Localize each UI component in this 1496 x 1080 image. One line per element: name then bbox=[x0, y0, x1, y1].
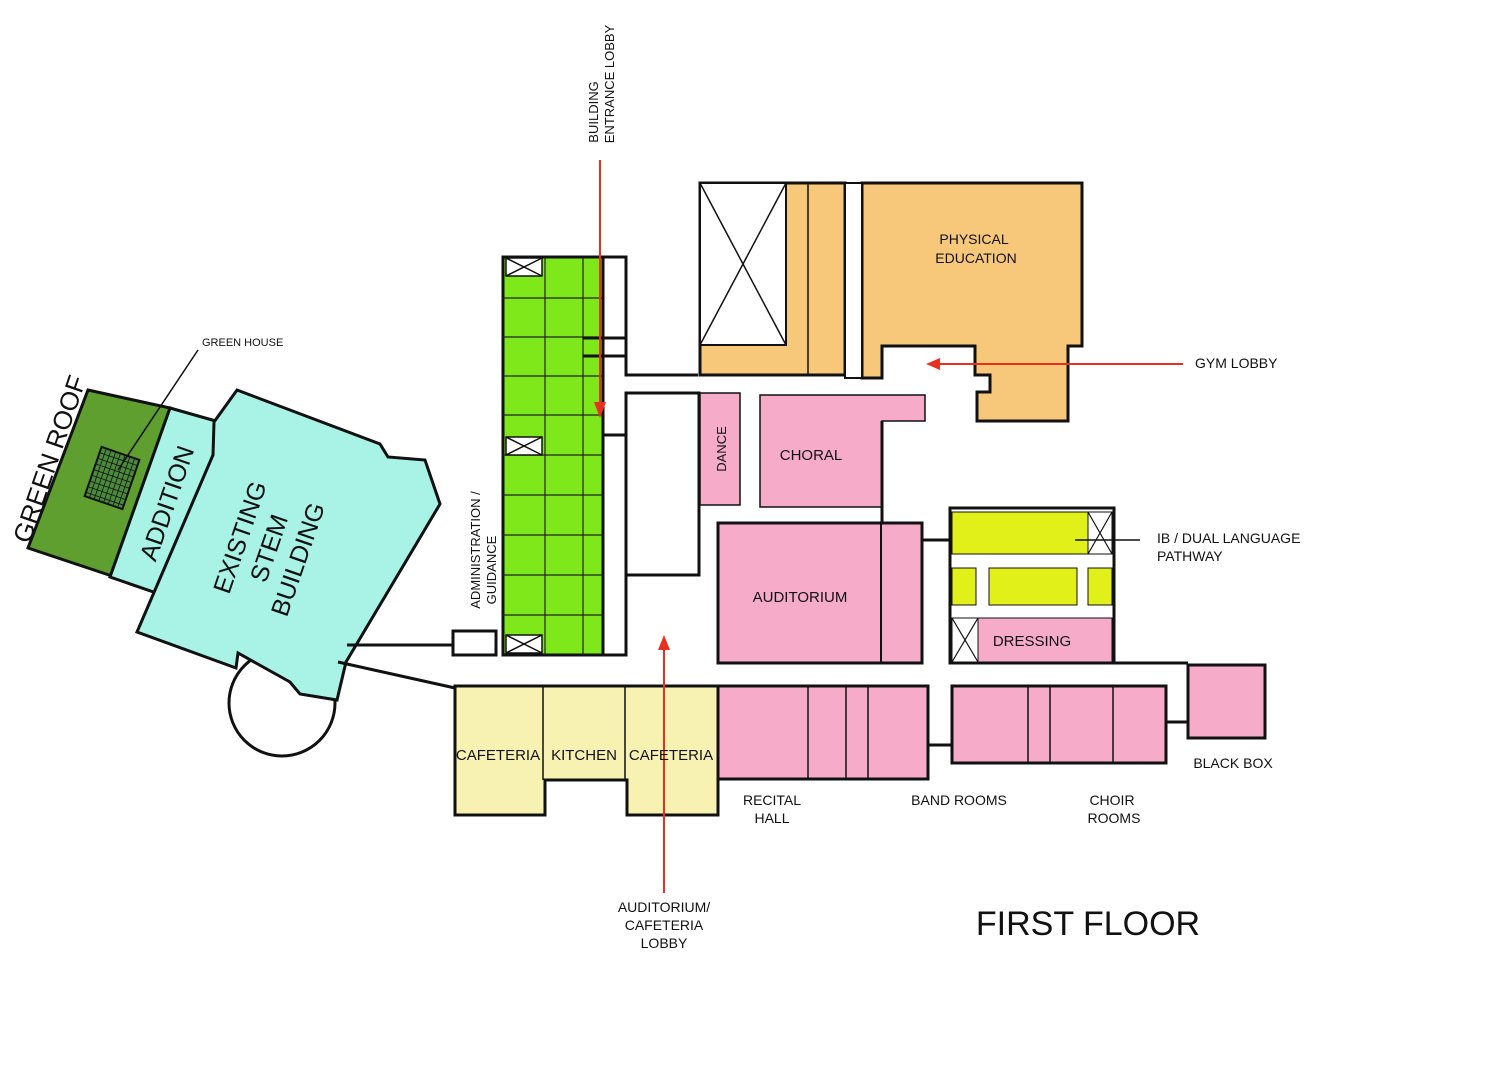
entrance-label-2: ENTRANCE LOBBY bbox=[602, 24, 617, 143]
choir-rooms bbox=[950, 684, 1168, 765]
arrowheads bbox=[594, 358, 940, 650]
gym-lobby-label: GYM LOBBY bbox=[1195, 355, 1278, 371]
entrance-label-1: BUILDING bbox=[586, 81, 601, 142]
dressing-label: DRESSING bbox=[993, 633, 1071, 650]
cafeteria-block bbox=[453, 684, 720, 817]
recital-hall-band-rooms bbox=[716, 684, 930, 781]
floor-title: FIRST FLOOR bbox=[976, 905, 1200, 943]
admin-small-box bbox=[451, 629, 498, 657]
arrows bbox=[599, 160, 1183, 893]
aud-lobby-label-3: LOBBY bbox=[641, 935, 688, 951]
choral-label: CHORAL bbox=[780, 447, 843, 464]
black-box-label: BLACK BOX bbox=[1193, 755, 1273, 771]
dance-room bbox=[699, 392, 741, 506]
recital-label-2: HALL bbox=[754, 810, 789, 826]
existing-stem-building bbox=[134, 388, 442, 702]
ib-label-2: PATHWAY bbox=[1157, 548, 1223, 564]
admin-block bbox=[451, 255, 701, 657]
aud-lobby-label-2: CAFETERIA bbox=[625, 917, 704, 933]
dressing-room bbox=[977, 617, 1113, 663]
pe-label-1: PHYSICAL bbox=[939, 231, 1008, 247]
choir-label-1: CHOIR bbox=[1089, 792, 1134, 808]
ib-room-left bbox=[951, 567, 977, 606]
stem-connectors bbox=[337, 643, 456, 690]
cafeteria-left-label: CAFETERIA bbox=[456, 747, 540, 764]
ib-room-mid bbox=[988, 567, 1078, 606]
auditorium-room bbox=[716, 521, 924, 665]
ib-label-1: IB / DUAL LANGUAGE bbox=[1157, 530, 1300, 546]
auditorium-label: AUDITORIUM bbox=[753, 589, 848, 606]
cafeteria-right-label: CAFETERIA bbox=[629, 747, 713, 764]
dance-label: DANCE bbox=[714, 426, 729, 472]
kitchen-label: KITCHEN bbox=[551, 747, 617, 764]
physical-education-gym bbox=[860, 181, 1084, 423]
ib-dressing-block bbox=[948, 506, 1188, 665]
black-box-room bbox=[1186, 663, 1267, 740]
recital-label-1: RECITAL bbox=[743, 792, 801, 808]
admin-label-2: GUIDANCE bbox=[484, 535, 499, 604]
admin-stair-boxes bbox=[505, 257, 543, 654]
admin-green-area bbox=[501, 255, 605, 657]
ib-room-top bbox=[951, 511, 1089, 555]
admin-label-1: ADMINISTRATION / bbox=[468, 491, 483, 609]
green-house-leader bbox=[117, 349, 199, 471]
gym-block bbox=[698, 181, 1084, 423]
green-house bbox=[83, 349, 199, 511]
recital-band-block bbox=[716, 684, 952, 781]
arts-block bbox=[699, 392, 950, 665]
band-rooms-label: BAND ROOMS bbox=[911, 792, 1007, 808]
ib-room-right bbox=[1087, 567, 1113, 606]
choir-label-2: ROOMS bbox=[1088, 810, 1141, 826]
pe-label-2: EDUCATION bbox=[935, 250, 1016, 266]
green-house-label: GREEN HOUSE bbox=[202, 337, 283, 349]
aud-lobby-label-1: AUDITORIUM/ bbox=[618, 899, 710, 915]
choir-block bbox=[950, 684, 1168, 765]
